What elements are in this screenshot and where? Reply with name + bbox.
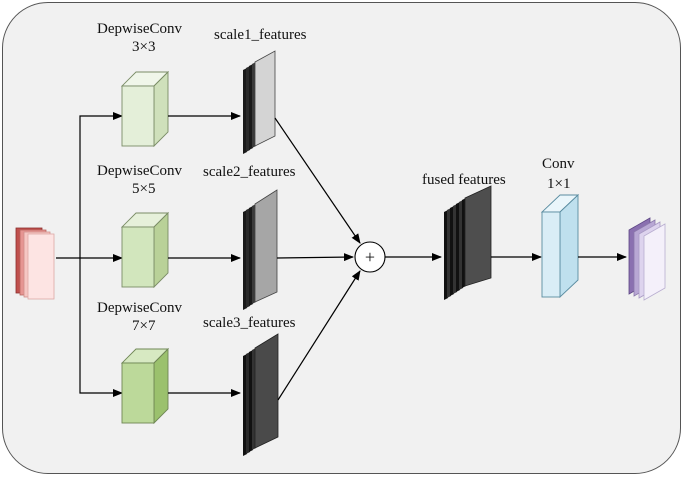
input-feature-maps: [15, 227, 55, 300]
depwise-conv-5x5-block: [120, 211, 170, 289]
output-feature-maps: [628, 217, 666, 301]
conv-kernel-label: 1×1: [547, 176, 571, 192]
branch3-title-label: DepwiseConv: [97, 300, 182, 316]
add-symbol: +: [364, 247, 376, 267]
feature-to-add-arrows: [274, 117, 361, 401]
branch1-kernel-label: 3×3: [132, 39, 156, 55]
depwise-conv-3x3-block: [120, 70, 170, 148]
scale2-features-label: scale2_features: [203, 164, 296, 180]
scale3-features-stack: [243, 333, 279, 456]
fused-features-label: fused features: [422, 172, 506, 188]
branch2-kernel-label: 5×5: [132, 181, 156, 197]
depwise-conv-7x7-block: [120, 347, 170, 425]
branch3-kernel-label: 7×7: [132, 318, 156, 334]
block-to-feature-arrows: [168, 112, 241, 397]
branch2-title-label: DepwiseConv: [97, 163, 182, 179]
fused-features-stack: [444, 185, 492, 300]
input-branch-connectors: [56, 112, 123, 397]
conv-title-label: Conv: [542, 156, 575, 172]
conv-1x1-block: [540, 193, 580, 299]
branch1-title-label: DepwiseConv: [97, 21, 182, 37]
scale2-features-stack: [243, 189, 278, 310]
scale1-features-stack: [243, 50, 276, 154]
scale1-features-label: scale1_features: [214, 27, 307, 43]
scale3-features-label: scale3_features: [203, 315, 296, 331]
